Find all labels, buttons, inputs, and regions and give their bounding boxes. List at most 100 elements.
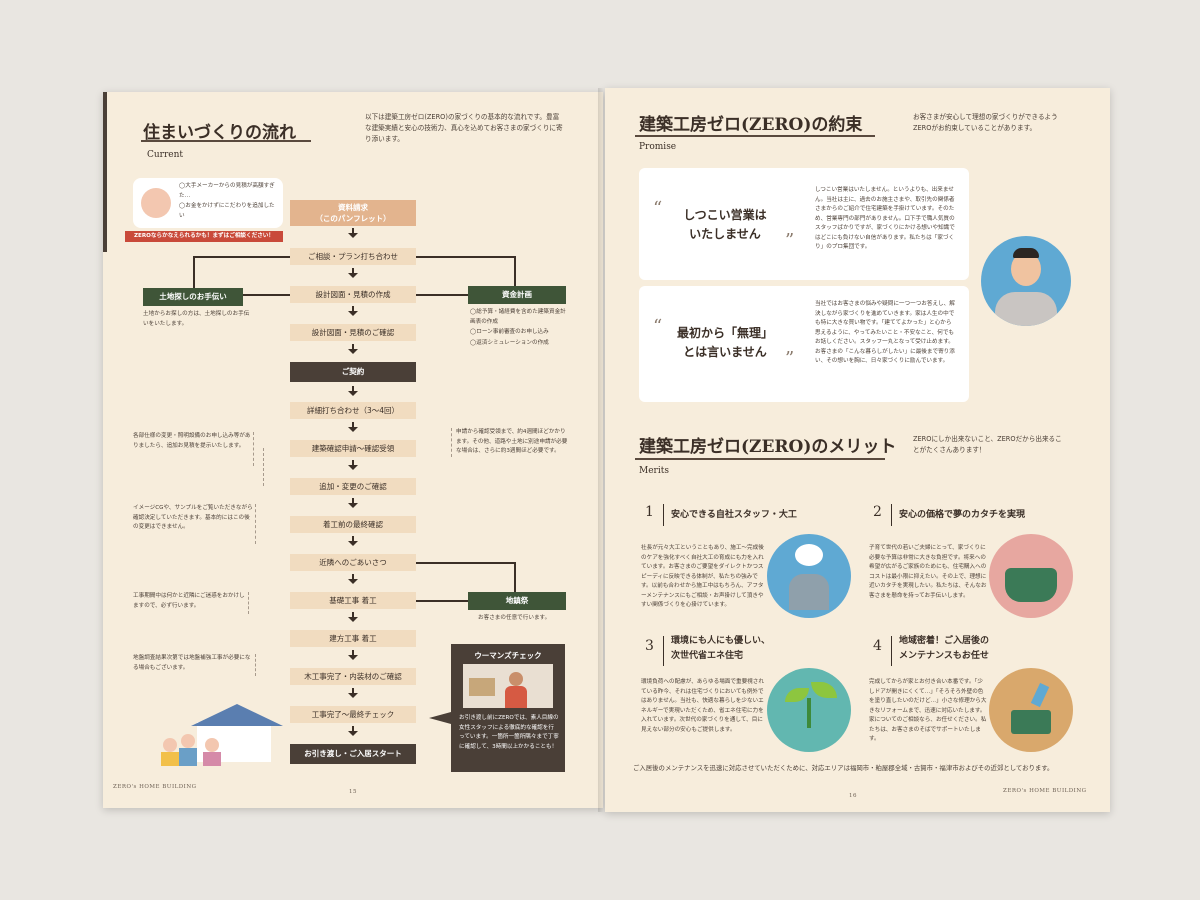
page-title: 住まいづくりの流れ (143, 123, 296, 143)
title-rule (635, 458, 885, 460)
promise-text: 当社ではお客さまの悩みや疑問に一つ一つお答えし、解決しながら家づくりを進めていき… (815, 301, 955, 364)
merit-item: 4 地域密着！ご入居後の メンテナンスもお任せ 完成してからが家とお付き合い本番… (863, 628, 1083, 758)
quote-line: いたしません (689, 227, 761, 241)
merit-item: 3 環境にも人にも優しい、 次世代省エネ住宅 環境負荷への配慮が、あらゆる場面で… (635, 628, 855, 758)
solar-roof-icon (191, 704, 283, 726)
promise-card: “ 最初から「無理」 とは言いません ” 当社ではお客さまの悩みや疑問に一つ一つ… (639, 286, 969, 402)
finance-item: ◯総予算・諸経費を含めた建築資金計画表の作成 (470, 309, 566, 325)
merit-divider (663, 504, 664, 526)
house-family-illustration (153, 698, 283, 770)
confirm-note: 申請から確認受領まで、約4週間ほどかかります。その他、道路や土地に別途申請が必要… (451, 428, 568, 457)
person-body-icon (203, 752, 221, 766)
staff-shirt-icon (995, 292, 1057, 326)
step-detail: 詳細打ち合わせ（3〜4回） (290, 402, 416, 419)
person-body-icon (161, 752, 179, 766)
merits-subtitle: Merits (639, 466, 669, 476)
flow-arrow (348, 228, 358, 238)
promise-quote: 最初から「無理」 とは言いません (663, 324, 787, 362)
connector-line (416, 562, 516, 564)
title-rule (635, 135, 875, 137)
connector-line (193, 256, 195, 288)
step-design-confirm: 設計図面・見積のご確認 (290, 324, 416, 341)
flow-arrow (348, 422, 358, 432)
connector-line (416, 294, 468, 296)
note-box: イメージCGや、サンプルをご覧いただきながら確認決定していただきます。基本的には… (133, 504, 256, 544)
merit-heading-line: 地域密着！ご入居後の (899, 636, 990, 646)
step-change: 追加・変更のご確認 (290, 478, 416, 495)
step-handover: お引き渡し・ご入居スタート (290, 744, 416, 764)
note-box: 各部仕様の変更・照明設備のお申し込み等がありましたら、追加お見積を提示いたします… (133, 432, 254, 466)
consult-bubble: ◯大手メーカーからの見積が高額すぎた… ◯お金をかけずにこだわりを追加したい (133, 178, 283, 228)
step-consult: ご相談・プラン打ち合わせ (290, 248, 416, 265)
step-design: 設計図面・見積の作成 (290, 286, 416, 303)
merits-title: 建築工房ゼロ(ZERO)のメリット (639, 437, 897, 457)
uniform-icon (789, 574, 829, 610)
connector-line (243, 294, 290, 296)
leaf-shape (785, 688, 809, 702)
helmet-icon (795, 544, 823, 566)
person-icon (163, 738, 177, 752)
step-application: 建築確認申請〜確認受領 (290, 440, 416, 457)
merit-heading: 安心の価格で夢のカタチを実現 (899, 510, 1026, 520)
quote-line: とは言いません (683, 345, 767, 359)
quote-mark-icon: “ (653, 316, 663, 337)
finance-item: ◯ローン事前審査のお申し込み (470, 329, 549, 335)
customer-avatar-icon (141, 188, 171, 218)
left-page: 住まいづくりの流れ Current 以下は建築工房ゼロ(ZERO)の家づくりの基… (103, 92, 603, 808)
quote-line: しつこい営業は (683, 208, 767, 222)
womens-check-text: お引き渡し前にZEROでは、素人目線の女性スタッフによる徹底的な確認を行っていま… (459, 715, 559, 750)
connector-line (416, 600, 468, 602)
merit-heading: 環境にも人にも優しい、 次世代省エネ住宅 (671, 634, 770, 664)
merit-text: 子育て世代の若いご夫婦にとって、家づくりに必要な予算は非常に大きな負担です。将来… (869, 545, 987, 599)
step-contract: ご契約 (290, 362, 416, 382)
promise-quote: しつこい営業は いたしません (663, 206, 787, 244)
toolbox-shape (1011, 710, 1051, 734)
flow-arrow (348, 460, 358, 470)
step-framing: 建方工事 着工 (290, 630, 416, 647)
speech-pointer (429, 712, 451, 724)
page-number: 15 (349, 789, 357, 795)
side-note: イメージCGや、サンプルをご覧いただきながら確認決定していただきます。基本的には… (133, 505, 253, 530)
merit-number: 2 (873, 504, 882, 520)
page-subtitle: Current (147, 150, 184, 160)
right-page: 建築工房ゼロ(ZERO)の約束 Promise お客さまが安心して理想の家づくり… (605, 88, 1110, 812)
step-neighbors: 近隣へのごあいさつ (290, 554, 416, 571)
consult-banner: ZEROならかなえられるかも！まずはご相談ください！ (125, 231, 283, 242)
merit-heading: 地域密着！ご入居後の メンテナンスもお任せ (899, 634, 989, 664)
connector-line (416, 256, 516, 258)
person-icon (205, 738, 219, 752)
merit-divider (663, 636, 664, 666)
purse-icon (989, 534, 1073, 618)
ground-ceremony-note: お客さまの任意で行います。 (478, 615, 551, 621)
land-label: 土地探しのお手伝い (143, 288, 243, 306)
merit-number: 3 (645, 638, 654, 654)
connector-line (514, 562, 516, 592)
promise-title: 建築工房ゼロ(ZERO)の約束 (639, 115, 863, 135)
flow-arrow (348, 536, 358, 546)
merit-number: 1 (645, 504, 654, 520)
step-foundation: 基礎工事 着工 (290, 592, 416, 609)
flow-arrow (348, 498, 358, 508)
flow-arrow (348, 306, 358, 316)
step-label: 資料請求 （このパンフレット） (315, 203, 391, 223)
service-area-note: ご入居後のメンテナンスを迅速に対応させていただくために、対応エリアは福岡市・粕屋… (633, 764, 1054, 772)
womens-check-box: ウーマンズチェック お引き渡し前にZEROでは、素人目線の女性スタッフによる徹底… (451, 644, 565, 772)
connector-line (514, 256, 516, 288)
merit-divider (891, 636, 892, 666)
step-woodwork: 木工事完了・内装材のご確認 (290, 668, 416, 685)
promise-card: “ しつこい営業は いたしません ” しつこい営業はいたしません。というよりも、… (639, 168, 969, 280)
intro-text: 以下は建築工房ゼロ(ZERO)の家づくりの基本的な流れです。豊富な建築実績と安心… (365, 113, 563, 143)
staff-hair-icon (1013, 248, 1039, 258)
side-note: 工事期間中は何かと近隣にご迷惑をおかけしますので、必ず行います。 (133, 593, 245, 609)
flow-arrow (348, 650, 358, 660)
wrench-shape (1030, 682, 1050, 708)
step-completion: 工事完了〜最終チェック (290, 706, 416, 723)
stem-shape (807, 698, 811, 728)
dashed-connector (263, 448, 265, 486)
womens-check-photo (463, 664, 553, 708)
merit-item: 2 安心の価格で夢のカタチを実現 子育て世代の若いご夫婦にとって、家づくりに必要… (863, 500, 1083, 620)
merit-text: 社長が元々大工ということもあり、施工〜完成後のケアを強化すべく自社大工の育成にも… (641, 545, 764, 608)
page-number: 16 (849, 793, 857, 799)
flow-arrow (348, 726, 358, 736)
quote-close-icon: ” (785, 230, 795, 251)
